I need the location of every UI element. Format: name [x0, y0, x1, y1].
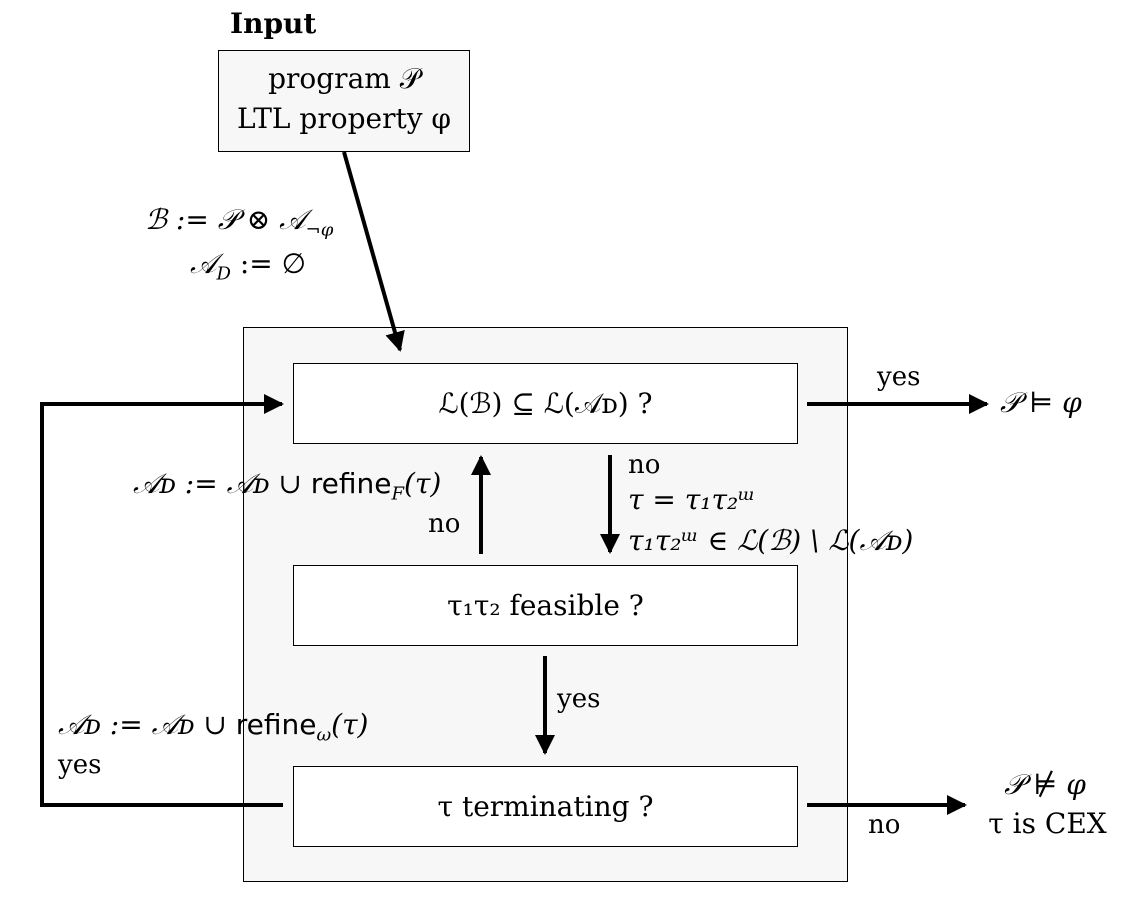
refine-f-sub: F [391, 483, 404, 505]
arrow-input-to-inclusion [342, 151, 405, 352]
init-b-text: ℬ := 𝒫 ⊗ 𝒜 [145, 203, 306, 236]
input-ltl-label: LTL property φ [236, 102, 452, 135]
cex-outcome: τ is CEX [988, 807, 1107, 840]
refine-f-label: 𝒜ᴅ := 𝒜ᴅ ∪ refineF(τ) [133, 470, 441, 504]
feasible-no-label: no [428, 509, 461, 539]
feasibility-check-label: τ₁τ₂ feasible ? [447, 589, 644, 622]
init-ad-text: 𝒜 [190, 247, 217, 280]
refine-omega-word: refine [235, 708, 317, 741]
terminating-no-label: no [868, 810, 901, 840]
init-b-assignment: ℬ := 𝒫 ⊗ 𝒜¬φ [145, 206, 333, 240]
inclusion-yes-label: yes [877, 362, 921, 392]
feasibility-check-box: τ₁τ₂ feasible ? [293, 565, 798, 646]
init-b-sub: ¬φ [305, 219, 334, 241]
inclusion-check-box: ℒ(ℬ) ⊆ ℒ(𝒜ᴅ) ? [293, 363, 798, 444]
refine-f-prefix: 𝒜ᴅ := 𝒜ᴅ ∪ [133, 467, 311, 500]
refine-omega-label: 𝒜ᴅ := 𝒜ᴅ ∪ refineω(τ) [58, 711, 368, 745]
refine-omega-arg: (τ) [331, 708, 369, 741]
refine-omega-prefix: 𝒜ᴅ := 𝒜ᴅ ∪ [58, 708, 236, 741]
init-ad-assignment: 𝒜D := ∅ [190, 250, 306, 284]
terminating-yes-label: yes [58, 750, 102, 780]
inclusion-no-label: no [628, 450, 661, 480]
termination-check-label: τ terminating ? [437, 790, 654, 823]
tau-membership-label: τ₁τ₂ᵚ ∈ ℒ(ℬ) \ ℒ(𝒜ᴅ) [628, 524, 914, 557]
tau-definition-label: τ = τ₁τ₂ᵚ [628, 483, 756, 516]
refine-omega-sub: ω [316, 724, 332, 746]
input-title: Input [230, 7, 317, 40]
arrow-terminating-yes-loop [40, 394, 284, 807]
refine-f-word: refine [310, 467, 392, 500]
refine-f-arg: (τ) [403, 467, 442, 500]
input-box: program 𝒫 LTL property φ [218, 50, 470, 152]
init-ad-rest: := ∅ [230, 247, 307, 280]
feasible-yes-label: yes [557, 684, 601, 714]
violates-outcome: 𝒫 ⊭ φ [1004, 768, 1086, 801]
inclusion-check-label: ℒ(ℬ) ⊆ ℒ(𝒜ᴅ) ? [438, 387, 653, 420]
init-ad-sub: D [216, 263, 231, 285]
input-program-label: program 𝒫 [268, 62, 420, 95]
satisfies-outcome: 𝒫 ⊨ φ [1000, 386, 1082, 419]
termination-check-box: τ terminating ? [293, 766, 798, 847]
